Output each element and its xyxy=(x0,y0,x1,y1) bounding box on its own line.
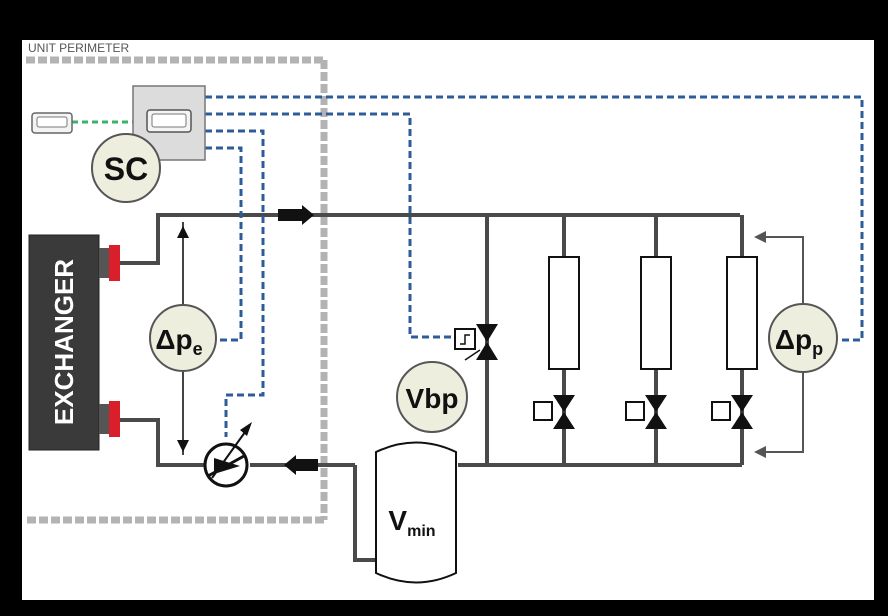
exchanger-label: EXCHANGER xyxy=(49,259,79,425)
exchanger-connector-top xyxy=(99,248,109,278)
dp-arrow-down-icon xyxy=(177,440,189,452)
unit-perimeter xyxy=(26,56,328,524)
terminal-unit-1 xyxy=(548,256,580,370)
terminal-valves[interactable] xyxy=(533,395,753,429)
sc-badge: SC xyxy=(91,133,161,203)
dp-plant-main: Δp xyxy=(775,324,812,355)
pump-icon[interactable] xyxy=(203,422,252,488)
exchanger-connector-bottom xyxy=(99,404,109,434)
sc-label: SC xyxy=(104,151,148,187)
storage-tank: Vmin xyxy=(375,441,457,584)
dp-plant-arrow-bottom-icon xyxy=(754,446,766,458)
vbp-label: Vbp xyxy=(406,383,459,414)
dp-plant-sub: p xyxy=(812,339,823,359)
svg-text:Vmin: Vmin xyxy=(388,505,435,540)
perimeter-label: UNIT PERIMETER xyxy=(28,41,129,55)
svg-text:Δpe: Δpe xyxy=(155,324,202,359)
tank-label-main: V xyxy=(388,505,407,536)
dp-exchanger-sub: e xyxy=(193,339,203,359)
terminal-unit-3 xyxy=(726,256,758,370)
bypass-valve[interactable] xyxy=(454,324,498,361)
dp-exchanger-sensor: Δpe xyxy=(149,304,217,372)
dp-plant-arrow-top-icon xyxy=(754,231,766,243)
dp-plant-sensor: Δpp xyxy=(768,303,838,373)
svg-text:Δpp: Δpp xyxy=(775,324,823,359)
flow-arrow-supply xyxy=(278,205,314,225)
flow-arrow-return xyxy=(284,455,318,475)
dp-arrow-up-icon xyxy=(177,226,189,238)
vbp-badge: Vbp xyxy=(396,361,468,433)
flow-arrows xyxy=(278,205,318,475)
terminal-unit-2 xyxy=(640,256,672,370)
exchanger: EXCHANGER xyxy=(28,234,120,451)
signal-wires xyxy=(205,95,864,437)
dp-exchanger-main: Δp xyxy=(155,324,192,355)
remote-display[interactable] xyxy=(31,112,73,134)
terminal-units xyxy=(548,256,758,370)
dp-plant-line xyxy=(756,236,804,453)
tank-label-sub: min xyxy=(407,523,435,540)
